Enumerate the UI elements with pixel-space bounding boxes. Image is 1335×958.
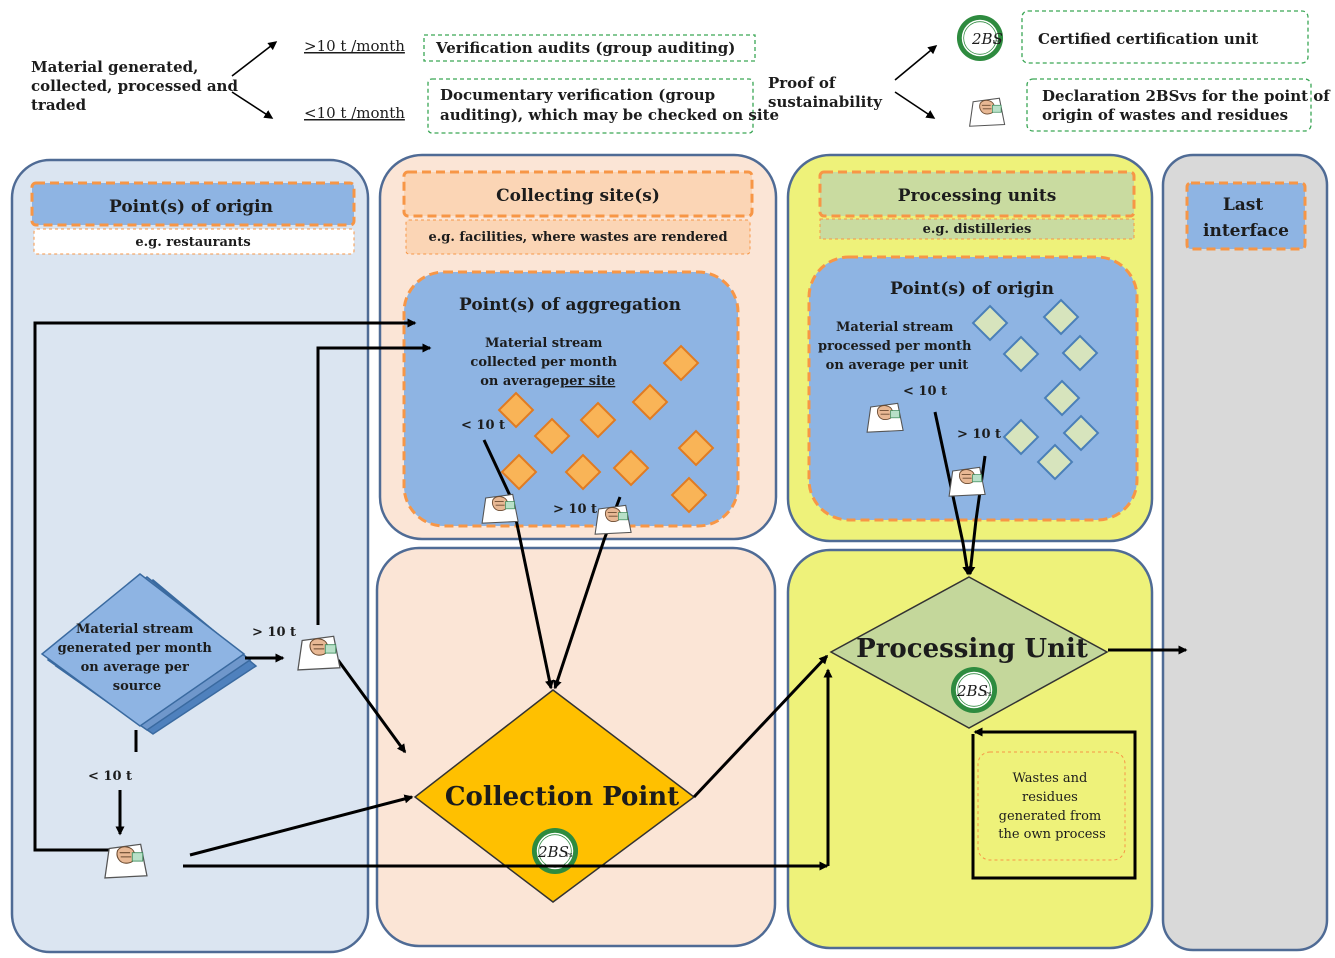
collecting-column-subtitle: e.g. facilities, where wastes are render…: [428, 230, 727, 245]
aggregation-per-site: per site: [560, 374, 615, 389]
collection-point-logo-icon: 2BS vs: [531, 827, 579, 875]
svg-text:2BS: 2BS: [971, 30, 1003, 48]
declaration-label: Declaration 2BSvs for the point of origi…: [1042, 87, 1335, 124]
aggregation-lt-declaration-hand-icon: [481, 493, 519, 524]
processing-origin-lt-label: < 10 t: [903, 384, 947, 399]
aggregation-diamond: [500, 453, 538, 491]
arrow-processing-lt-to-unit: [933, 411, 972, 576]
processing-diamond: [1002, 335, 1040, 373]
svg-text:2BS: 2BS: [537, 843, 569, 861]
last-interface-panel: [1161, 153, 1329, 952]
processing-diamond: [971, 304, 1009, 342]
processing-origin-stream-text: Material stream processed per month on a…: [818, 320, 976, 373]
aggregation-diamond: [564, 453, 602, 491]
aggregation-stream-text: Material stream collected per month on a…: [470, 336, 621, 389]
processing-diamond: [1043, 379, 1081, 417]
origin-column-header: Point(s) of origin e.g. restaurants: [30, 181, 356, 255]
aggregation-lt-label: < 10 t: [461, 418, 505, 433]
processing-column-title: Processing units: [898, 186, 1057, 206]
legend-material-text: Material generated, collected, processed…: [31, 58, 243, 114]
source-lt-label: < 10 t: [88, 769, 132, 784]
source-stream-text: Material stream generated per month on a…: [58, 622, 217, 694]
legend: Material generated, collected, processed…: [31, 10, 1335, 134]
aggregation-diamond: [662, 344, 700, 382]
processing-diamond: [1002, 418, 1040, 456]
arrow-collection-to-processing: [692, 654, 829, 799]
collection-point-diamond: Collection Point 2BS vs: [413, 689, 696, 903]
processing-lt-declaration-hand-icon: [866, 402, 904, 433]
legend-arrow-down: [231, 91, 274, 119]
processing-diamond: [1042, 298, 1080, 336]
verification-audits-box: [423, 34, 756, 62]
last-interface-header: Last interface: [1185, 181, 1307, 251]
svg-text:vs: vs: [983, 690, 992, 698]
svg-text:vs: vs: [564, 851, 573, 859]
svg-text:vs: vs: [992, 38, 1001, 46]
aggregation-diamond: [631, 383, 669, 421]
processing-diamond: [1062, 414, 1100, 452]
processing-gt-declaration-hand-icon: [948, 466, 986, 497]
aggregation-diamond: [670, 476, 708, 514]
aggregation-diamond: [612, 449, 650, 487]
aggregation-gt-label: > 10 t: [553, 502, 597, 517]
aggregation-diamond: [677, 429, 715, 467]
source-gt-declaration-hand-icon: [297, 635, 341, 671]
arrow-source-gt-to-aggregation: [316, 343, 432, 625]
processing-diamond: [1061, 334, 1099, 372]
arrow-wastes-loop: [971, 727, 1137, 880]
source-lt-declaration-hand-icon: [104, 843, 148, 879]
threshold-low-label: <10 t /month: [304, 104, 405, 122]
processing-column-header: Processing units e.g. distilleries: [818, 170, 1136, 240]
collecting-column-header: Collecting site(s) e.g. facilities, wher…: [402, 170, 754, 255]
aggregation-diamond: [533, 417, 571, 455]
certified-unit-label: Certified certification unit: [1038, 30, 1258, 48]
aggregation-diamonds: [497, 344, 715, 514]
aggregation-title: Point(s) of aggregation: [459, 295, 681, 315]
wastes-box: [977, 751, 1126, 861]
proof-of-sustainability-label: Proof of sustainability: [768, 74, 883, 111]
source-gt-label: > 10 t: [252, 625, 296, 640]
processing-unit-logo-icon: 2BS vs: [950, 666, 998, 714]
legend-arrow-up: [231, 41, 278, 77]
declaration-box: [1026, 78, 1312, 132]
verification-audits-label: Verification audits (group auditing): [435, 39, 735, 57]
arrow-gt-to-collection: [336, 659, 407, 754]
threshold-high-label: >10 t /month: [304, 37, 405, 55]
collecting-column-title: Collecting site(s): [496, 186, 660, 206]
aggregation-diamond: [497, 391, 535, 429]
svg-text:2BS: 2BS: [956, 682, 988, 700]
source-stream-diamond: Material stream generated per month on a…: [40, 573, 258, 735]
aggregation-box: [402, 270, 740, 528]
aggregation-diamond: [579, 401, 617, 439]
processing-unit-diamond: Processing Unit 2BS vs: [829, 576, 1109, 729]
proof-arrow-up: [894, 45, 938, 81]
origin-column-title: Point(s) of origin: [109, 197, 273, 217]
collection-point-label: Collection Point: [445, 782, 679, 812]
last-interface-title: Last interface: [1203, 195, 1289, 241]
wastes-text: Wastes and residues generated from the o…: [998, 771, 1106, 842]
aggregation-gt-declaration-hand-icon: [594, 504, 632, 535]
legend-declaration-hand-icon: [969, 97, 1006, 127]
processing-origin-gt-label: > 10 t: [957, 427, 1001, 442]
origin-column-panel: [10, 158, 370, 954]
origin-column-subtitle: e.g. restaurants: [135, 235, 250, 250]
documentary-verification-label: Documentary verification (group auditing…: [440, 86, 779, 124]
processing-diamond: [1036, 443, 1074, 481]
legend-2bsvs-logo-icon: 2BS vs: [956, 14, 1004, 62]
proof-arrow-down: [894, 91, 936, 119]
processing-origin-title: Point(s) of origin: [890, 279, 1054, 299]
processing-column-subtitle: e.g. distilleries: [923, 222, 1032, 237]
arrow-lt-to-collection: [189, 794, 414, 857]
processing-origin-diamonds: [971, 298, 1100, 481]
certified-unit-box: [1021, 10, 1309, 64]
documentary-verification-box: [427, 78, 754, 134]
processing-unit-label: Processing Unit: [856, 634, 1088, 664]
arrow-source-lt-to-aggregation: [33, 318, 417, 852]
